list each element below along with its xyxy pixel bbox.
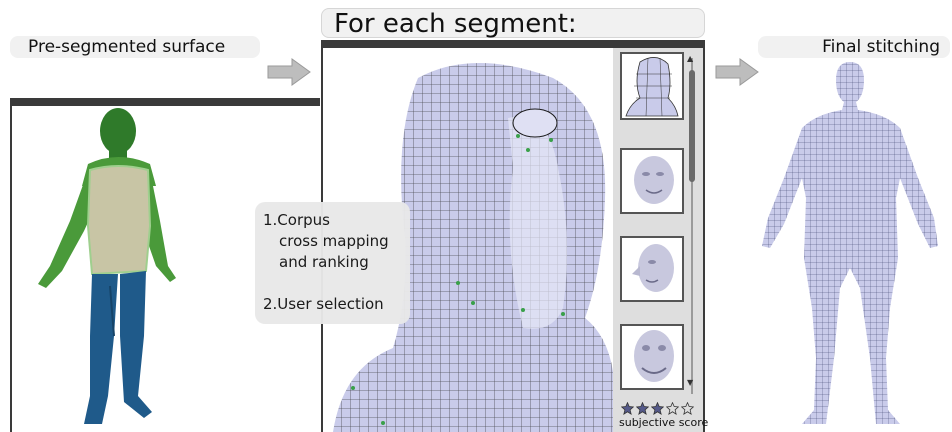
head-thumbnail-image: [632, 244, 674, 292]
head-thumbnail-image: [634, 330, 674, 382]
candidate-thumbnail[interactable]: [620, 148, 684, 214]
stitched-body-figure: [762, 62, 938, 424]
step-2-text: 2.User selection: [263, 295, 384, 313]
steps-box: 1.Corpus cross mapping and ranking 2.Use…: [255, 202, 410, 324]
head-thumbnail-image: [634, 156, 674, 204]
scroll-down-icon[interactable]: ▼: [687, 378, 694, 387]
label-for-each-segment: For each segment:: [321, 8, 705, 39]
star-icon[interactable]: [681, 402, 694, 415]
subjective-score-label: subjective score: [619, 416, 709, 429]
star-icon[interactable]: [636, 402, 649, 415]
head-thumbnail-image: [625, 57, 679, 117]
arrow-right-icon: [715, 58, 759, 86]
step-1-text: 1.Corpus: [263, 211, 330, 229]
scrollbar-track[interactable]: [691, 58, 693, 394]
arrow-right-icon: [267, 58, 311, 86]
candidate-thumbnail[interactable]: [620, 324, 684, 390]
segmented-body-figure: [38, 108, 176, 424]
window-titlebar: [10, 98, 320, 106]
star-icon[interactable]: [651, 402, 664, 415]
scrollbar-thumb[interactable]: [689, 70, 695, 182]
step-1-text: and ranking: [279, 253, 369, 271]
star-icon[interactable]: [666, 402, 679, 415]
window-titlebar: [323, 40, 703, 48]
step-1-text: cross mapping: [279, 232, 389, 250]
candidate-thumbnail[interactable]: [620, 52, 684, 120]
label-final-stitching: Final stitching: [758, 36, 950, 58]
candidate-thumbnail[interactable]: [620, 236, 684, 302]
scroll-up-icon[interactable]: ▲: [687, 54, 694, 63]
star-icon[interactable]: [621, 402, 634, 415]
label-pre-segmented-surface: Pre-segmented surface: [10, 36, 260, 58]
